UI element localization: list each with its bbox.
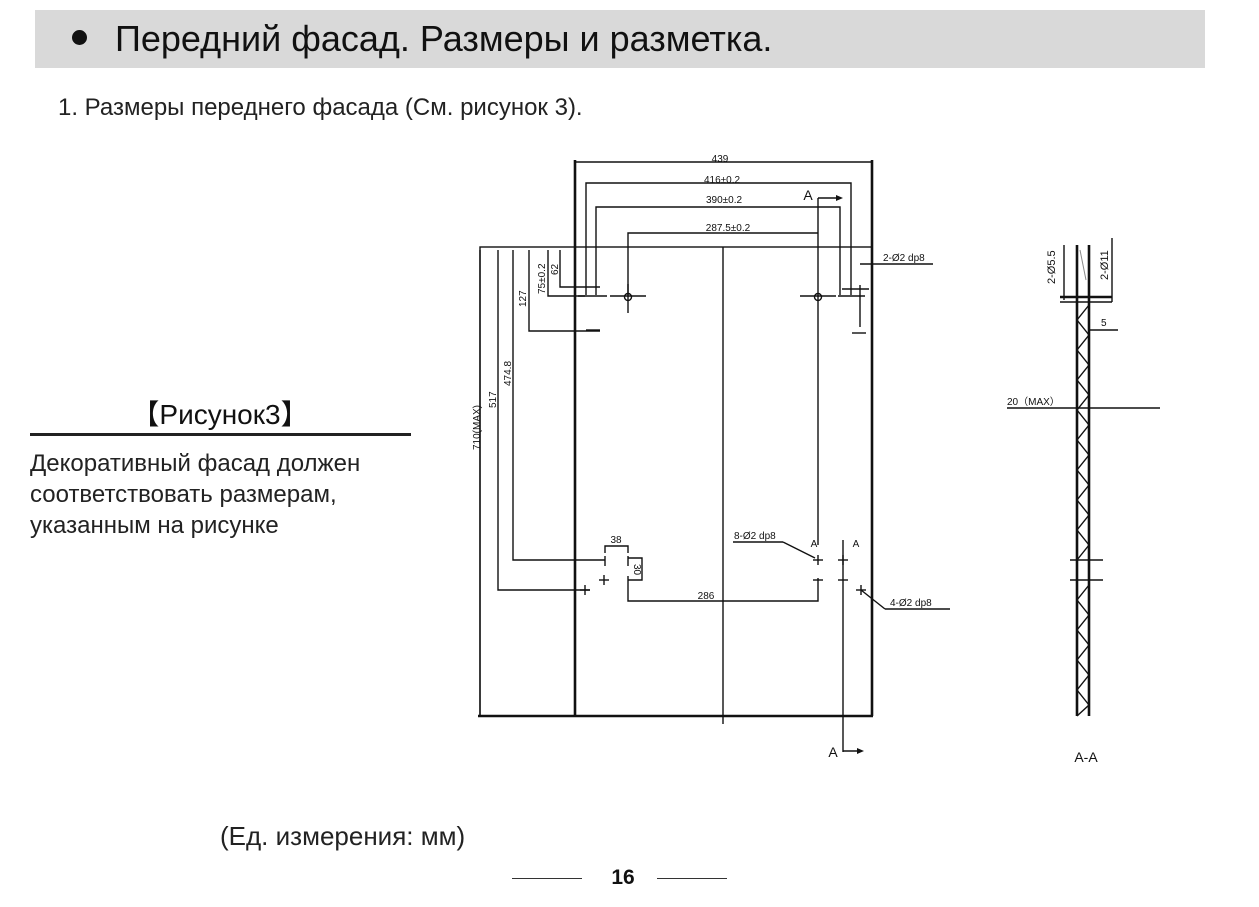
header-band	[35, 10, 1205, 68]
section-mark-mid-right: A	[853, 539, 860, 550]
dim-390: 390±0.2	[706, 195, 743, 206]
footer-rule-left	[512, 878, 582, 879]
dim-62: 62	[550, 263, 561, 275]
section-mark-mid-left: A	[811, 539, 818, 550]
dim-75: 75±0.2	[537, 263, 548, 294]
dim-127: 127	[518, 290, 529, 307]
dim-286: 286	[698, 591, 715, 602]
section-title: A-A	[1074, 749, 1098, 765]
figure-description: Декоративный фасад должен соответствоват…	[30, 450, 361, 539]
page-number: 16	[611, 866, 635, 889]
top-hole-marks	[578, 263, 933, 334]
holes-bottom-label: 4-Ø2 dp8	[890, 598, 932, 609]
left-dimensions	[479, 250, 605, 716]
dim-287: 287.5±0.2	[706, 223, 751, 234]
section-right-label: 2-Ø11	[1099, 250, 1111, 280]
section-dim-5: 5	[1101, 318, 1107, 329]
dim-439: 439	[712, 154, 729, 165]
dim-710: 710(MAX)	[472, 405, 483, 450]
front-panel	[478, 160, 874, 724]
section-left-label: 2-Ø5.5	[1046, 250, 1058, 284]
footer-rule-right	[657, 878, 727, 879]
holes-top-label: 2-Ø2 dp8	[883, 253, 925, 264]
dim-416: 416±0.2	[704, 175, 741, 186]
section-mark-bottom: A	[828, 744, 838, 760]
dim-38: 38	[610, 535, 622, 546]
section-view	[1007, 238, 1160, 717]
section-subheading: 1. Размеры переднего фасада (См. рисунок…	[58, 94, 583, 121]
figure-caption: 【Рисунок3】	[131, 399, 309, 430]
section-mark-top: A	[803, 187, 813, 203]
top-dimensions	[585, 182, 852, 545]
dim-517: 517	[488, 391, 499, 408]
dim-30: 30	[631, 564, 642, 576]
lower-hole-marks	[580, 540, 950, 754]
caption-divider	[30, 433, 411, 436]
dim-474: 474.8	[503, 361, 514, 386]
section-dim-20: 20（MAX）	[1007, 396, 1060, 408]
units-note: (Ед. измерения: мм)	[220, 821, 466, 851]
page-title: Передний фасад. Размеры и разметка.	[115, 18, 773, 59]
holes-mid-label: 8-Ø2 dp8	[734, 531, 776, 542]
bullet-icon	[72, 30, 87, 45]
